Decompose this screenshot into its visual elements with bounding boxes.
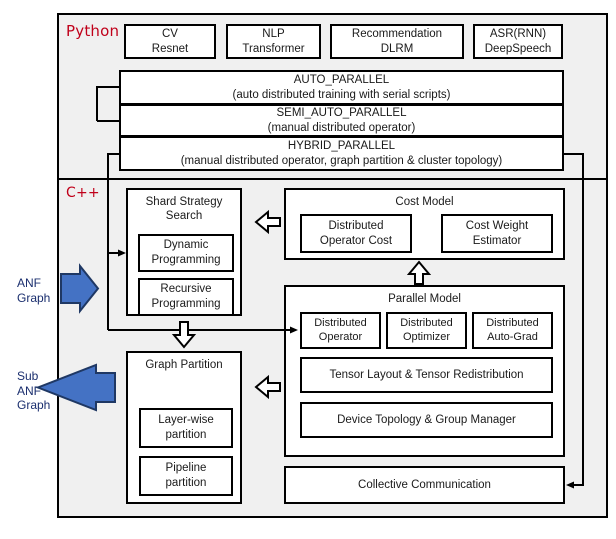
app-box-asr-deepspeech[interactable]: ASR(RNN) DeepSpeech: [473, 24, 563, 59]
graph-partition-group: Graph Partition Layer-wise partition Pip…: [126, 351, 242, 504]
cost-model-group: Cost Model Distributed Operator Cost Cos…: [284, 188, 565, 260]
mode-title: HYBRID_PARALLEL: [287, 139, 396, 152]
app-label: Recommendation DLRM: [352, 27, 442, 56]
line3: Graph: [17, 398, 51, 413]
distributed-operator-cost-label: Distributed Operator Cost: [320, 219, 392, 248]
title-line2: Search: [165, 210, 203, 223]
pipeline-partition-box[interactable]: Pipeline partition: [139, 456, 233, 496]
python-layer-label: Python: [66, 22, 120, 40]
app-line1: ASR(RNN): [489, 27, 547, 40]
app-line2: Transformer: [242, 42, 305, 55]
distributed-operator-label: Distributed Operator: [314, 317, 367, 345]
sub-anf-graph-output-label: Sub ANF Graph: [17, 369, 59, 413]
app-line2: DeepSpeech: [484, 42, 552, 55]
distributed-operator-box[interactable]: Distributed Operator: [300, 312, 381, 349]
mode-subtitle: (manual distributed operator, graph part…: [180, 154, 503, 167]
mode-box-hybrid-parallel[interactable]: HYBRID_PARALLEL (manual distributed oper…: [119, 136, 564, 171]
cost-weight-estimator-label: Cost Weight Estimator: [466, 219, 528, 248]
line1: Distributed: [328, 219, 384, 232]
line2: Programming: [151, 298, 221, 310]
anf-graph-input-label: ANF Graph: [17, 276, 59, 305]
parallel-model-group: Parallel Model Distributed Operator Dist…: [284, 285, 565, 457]
shard-strategy-search-title: Shard Strategy Search: [128, 195, 240, 224]
python-cpp-divider: [57, 178, 608, 180]
line2: Graph: [17, 290, 51, 305]
app-box-nlp-transformer[interactable]: NLP Transformer: [226, 24, 321, 59]
device-topology-group-manager-box[interactable]: Device Topology & Group Manager: [300, 402, 553, 438]
line1: Distributed: [314, 316, 367, 329]
collective-communication-label: Collective Communication: [358, 478, 491, 491]
distributed-operator-cost-box[interactable]: Distributed Operator Cost: [300, 214, 412, 253]
app-line1: NLP: [262, 27, 285, 40]
mode-label: SEMI_AUTO_PARALLEL (manual distributed o…: [268, 106, 416, 135]
pipeline-partition-label: Pipeline partition: [166, 461, 207, 490]
tensor-layout-label: Tensor Layout & Tensor Redistribution: [329, 368, 524, 381]
line2: ANF: [17, 383, 41, 398]
dynamic-programming-box[interactable]: Dynamic Programming: [138, 234, 234, 272]
cost-weight-estimator-box[interactable]: Cost Weight Estimator: [441, 214, 553, 253]
line2: Programming: [151, 254, 221, 266]
line1: Cost Weight: [465, 219, 529, 232]
device-topology-label: Device Topology & Group Manager: [337, 413, 516, 426]
app-label: NLP Transformer: [242, 27, 304, 56]
mode-box-auto-parallel[interactable]: AUTO_PARALLEL (auto distributed training…: [119, 70, 564, 105]
cost-model-title: Cost Model: [395, 196, 454, 208]
mode-box-semi-auto-parallel[interactable]: SEMI_AUTO_PARALLEL (manual distributed o…: [119, 104, 564, 137]
line1: Recursive: [160, 283, 212, 296]
mode-label: HYBRID_PARALLEL (manual distributed oper…: [181, 139, 503, 168]
app-label: CV Resnet: [152, 27, 188, 56]
line2: Auto-Grad: [487, 330, 538, 343]
line2: Optimizer: [402, 330, 451, 343]
mode-subtitle: (manual distributed operator): [267, 121, 416, 134]
title-line1: Shard Strategy: [145, 196, 223, 208]
line1: Layer-wise: [158, 414, 214, 427]
cpp-layer-label: C++: [66, 185, 100, 201]
app-box-cv-resnet[interactable]: CV Resnet: [124, 24, 216, 59]
app-box-recommendation-dlrm[interactable]: Recommendation DLRM: [330, 24, 464, 59]
parallel-model-title: Parallel Model: [388, 293, 461, 305]
line2: Operator: [318, 330, 363, 343]
mode-subtitle: (auto distributed training with serial s…: [232, 88, 451, 101]
graph-partition-title: Graph Partition: [145, 359, 223, 371]
mode-title: AUTO_PARALLEL: [293, 73, 390, 86]
app-line2: DLRM: [380, 42, 414, 55]
layer-wise-partition-label: Layer-wise partition: [158, 413, 214, 442]
app-line1: CV: [162, 27, 178, 40]
app-line1: Recommendation: [351, 27, 443, 40]
line1: Distributed: [486, 316, 539, 329]
tensor-layout-redistribution-box[interactable]: Tensor Layout & Tensor Redistribution: [300, 357, 553, 393]
mode-label: AUTO_PARALLEL (auto distributed training…: [233, 73, 451, 102]
line2: Operator Cost: [319, 234, 393, 247]
distributed-optimizer-box[interactable]: Distributed Optimizer: [386, 312, 467, 349]
recursive-programming-box[interactable]: Recursive Programming: [138, 278, 234, 316]
line1: ANF: [17, 276, 41, 290]
collective-communication-box[interactable]: Collective Communication: [284, 466, 565, 504]
line1: Sub: [17, 369, 39, 383]
mode-title: SEMI_AUTO_PARALLEL: [276, 106, 407, 119]
line2: Estimator: [472, 234, 522, 247]
distributed-optimizer-label: Distributed Optimizer: [400, 317, 453, 345]
recursive-programming-label: Recursive Programming: [151, 282, 220, 311]
shard-strategy-search-group: Shard Strategy Search Dynamic Programmin…: [126, 188, 242, 316]
line1: Dynamic: [163, 239, 209, 252]
line1: Pipeline: [165, 462, 207, 475]
line2: partition: [165, 429, 207, 441]
line1: Distributed: [400, 316, 453, 329]
layer-wise-partition-box[interactable]: Layer-wise partition: [139, 408, 233, 448]
line2: partition: [165, 477, 207, 489]
distributed-auto-grad-box[interactable]: Distributed Auto-Grad: [472, 312, 553, 349]
app-label: ASR(RNN) DeepSpeech: [485, 27, 552, 56]
app-line2: Resnet: [151, 42, 189, 55]
dynamic-programming-label: Dynamic Programming: [151, 238, 220, 267]
distributed-auto-grad-label: Distributed Auto-Grad: [486, 317, 539, 345]
